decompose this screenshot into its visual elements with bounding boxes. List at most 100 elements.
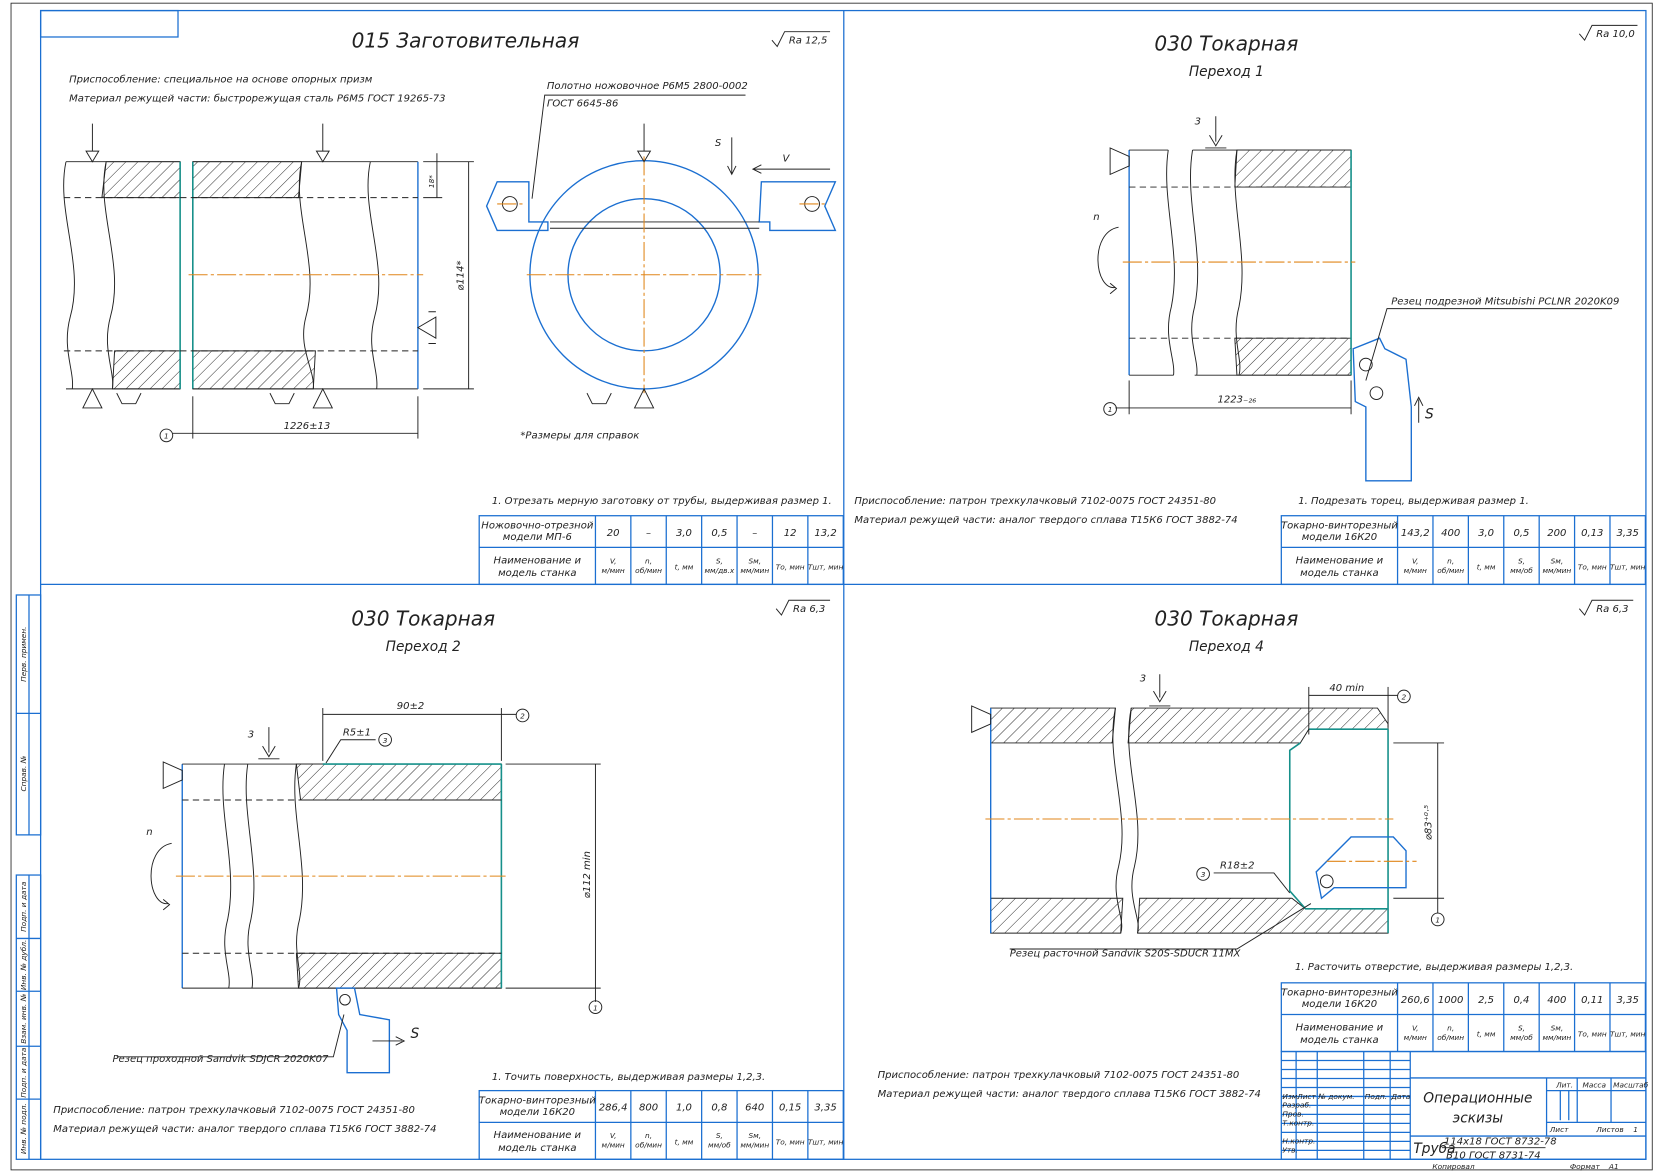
operation-title: 015 Заготовительная [352, 29, 580, 53]
material-note: Материал режущей части: быстрорежущая ст… [69, 92, 445, 104]
mode-value: 260,6 [1401, 995, 1430, 1006]
roughness-value: Ra 6,3 [1596, 604, 1628, 615]
unit-label: мм/мин [740, 566, 769, 575]
unit-symbol: n, [645, 1131, 652, 1140]
unit-label: мм/об [708, 1141, 731, 1150]
roughness-value: Ra 6,3 [793, 604, 825, 615]
side-strip-label: Инв. № подл. [19, 1103, 28, 1154]
unit-symbol: n, [1447, 1023, 1454, 1032]
unit-symbol: S, [716, 556, 723, 565]
mode-value: – [752, 528, 757, 539]
machine-name: Токарно-винторезный [1281, 520, 1398, 531]
unit-label: об/мин [1437, 1033, 1464, 1042]
step-description: 1. Отрезать мерную заготовку от трубы, в… [492, 495, 832, 507]
step-description: 1. Точить поверхность, выдерживая размер… [492, 1072, 765, 1083]
dim-diameter: ⌀112 min [582, 851, 593, 898]
side-strip-label: Справ. № [19, 755, 28, 791]
unit-label: мм/мин [1542, 1033, 1571, 1042]
mode-value: 3,35 [1617, 995, 1639, 1006]
machine-name: Токарно-винторезный [479, 1095, 596, 1106]
unit-label: мм/мин [740, 1141, 769, 1150]
signature-row-label: Н.контр. [1282, 1136, 1315, 1145]
workpiece: 3 n [146, 727, 506, 989]
unit-label: мм/дв.х [704, 566, 734, 575]
machine-name: модели 16К20 [1302, 999, 1377, 1010]
roughness-symbol: Ra 10,0 [1578, 24, 1638, 42]
sheets-count: 1 [1633, 1125, 1638, 1134]
tool-label: Резец расточной Sandvik S20S-SDUCR 11MX [1010, 948, 1242, 959]
dim-radius: R18±2 [1220, 861, 1254, 872]
revision-column-label: Дата [1390, 1092, 1411, 1101]
dimension-marker: 2 [520, 712, 525, 721]
lit-label: Лит. [1555, 1080, 1573, 1089]
unit-label: t, мм [675, 563, 694, 572]
mode-value: – [646, 528, 651, 539]
table-border [478, 1089, 844, 1160]
document-title-line2: эскизы [1453, 1110, 1504, 1126]
fixture-note: Приспособление: патрон трехкулачковый 71… [854, 495, 1216, 507]
machine-name: модели МП-6 [503, 532, 572, 543]
scale-label: Масштаб [1613, 1080, 1649, 1089]
unit-label: м/мин [1404, 566, 1427, 575]
material-spec-top: 114x18 ГОСТ 8732-78 [1444, 1137, 1557, 1148]
unit-label: об/мин [1437, 566, 1464, 575]
reference-note: *Размеры для справок [520, 431, 639, 442]
workpiece: 3 [971, 674, 1394, 934]
feed-label: S [411, 1026, 420, 1042]
depth-mark: 3 [1140, 674, 1146, 685]
dim-length: 40 min [1329, 683, 1364, 694]
roughness-symbol: Ra 12,5 [771, 31, 831, 48]
mode-value: 640 [745, 1103, 764, 1114]
saw-standard-label: ГОСТ 6645-86 [547, 99, 619, 110]
column-header: модель станка [1300, 568, 1378, 579]
depth-mark: 3 [1195, 117, 1201, 128]
machine-name: Ножовочно-отрезной [481, 520, 594, 531]
unit-label: об/мин [635, 566, 662, 575]
dim-wall: 18* [427, 175, 436, 188]
operation-title: 030 Токарная [1154, 607, 1298, 631]
unit-label: Tшт, мин [1610, 563, 1646, 572]
mode-value: 3,35 [1617, 528, 1639, 539]
column-header: модель станка [1300, 1035, 1378, 1046]
dimensions: 40 min 2 R18±2 3 ⌀83⁺⁰·⁵ 1 [1196, 683, 1445, 927]
title-block: Операционные эскизы Лит. Масса Масштаб Л… [1280, 1050, 1649, 1171]
feed-label: S [1425, 406, 1434, 422]
facing-tool: Резец подрезной Mitsubishi PCLNR 2020K09… [1352, 296, 1619, 482]
step-description: 1. Расточить отверстие, выдерживая разме… [1295, 962, 1573, 973]
unit-label: Tо, мин [1578, 1030, 1607, 1039]
unit-label: мм/об [1510, 1033, 1533, 1042]
operation-title: 030 Токарная [1154, 32, 1298, 56]
tool-label: Резец проходной Sandvik SDJCR 2020K07 [112, 1054, 329, 1065]
sheet-label: Лист [1549, 1125, 1569, 1134]
unit-symbol: Sм, [1551, 556, 1564, 565]
unit-symbol: S, [716, 1131, 723, 1140]
dimensions: 18* ⌀114* 1226±13 1 [159, 153, 474, 443]
boring-tool: Резец расточной Sandvik S20S-SDUCR 11MX [1009, 836, 1417, 959]
dimension-marker: 1 [593, 1003, 598, 1012]
signature-row-label: Т.контр. [1282, 1119, 1314, 1128]
unit-label: Tшт, мин [808, 1138, 844, 1147]
mode-value: 0,11 [1581, 995, 1603, 1006]
sheets-label: Листов [1595, 1125, 1624, 1134]
saw-label: Полотно ножовочное Р6М5 2800-0002 [547, 81, 748, 92]
format-value: A1 [1608, 1162, 1619, 1171]
unit-label: м/мин [602, 1141, 625, 1150]
sketch-030-turning-step1: 030 Токарная Переход 1 Ra 10,0 3 n Резец… [854, 24, 1647, 586]
revision-column-label: Подп. [1365, 1092, 1387, 1101]
unit-label: мм/мин [1542, 566, 1571, 575]
mass-label: Масса [1583, 1080, 1607, 1089]
mode-value: 400 [1547, 995, 1566, 1006]
unit-label: Tо, мин [776, 563, 805, 572]
dim-length: 1223₋₂₆ [1218, 395, 1257, 406]
step-subtitle: Переход 2 [386, 639, 461, 655]
roughness-symbol: Ra 6,3 [1578, 599, 1634, 616]
dim-length: 1226±13 [284, 421, 331, 432]
mode-value: 1000 [1438, 995, 1464, 1006]
pipe-blank-section [63, 123, 437, 409]
unit-symbol: V, [1412, 556, 1419, 565]
dim-diameter: ⌀114* [455, 260, 466, 290]
